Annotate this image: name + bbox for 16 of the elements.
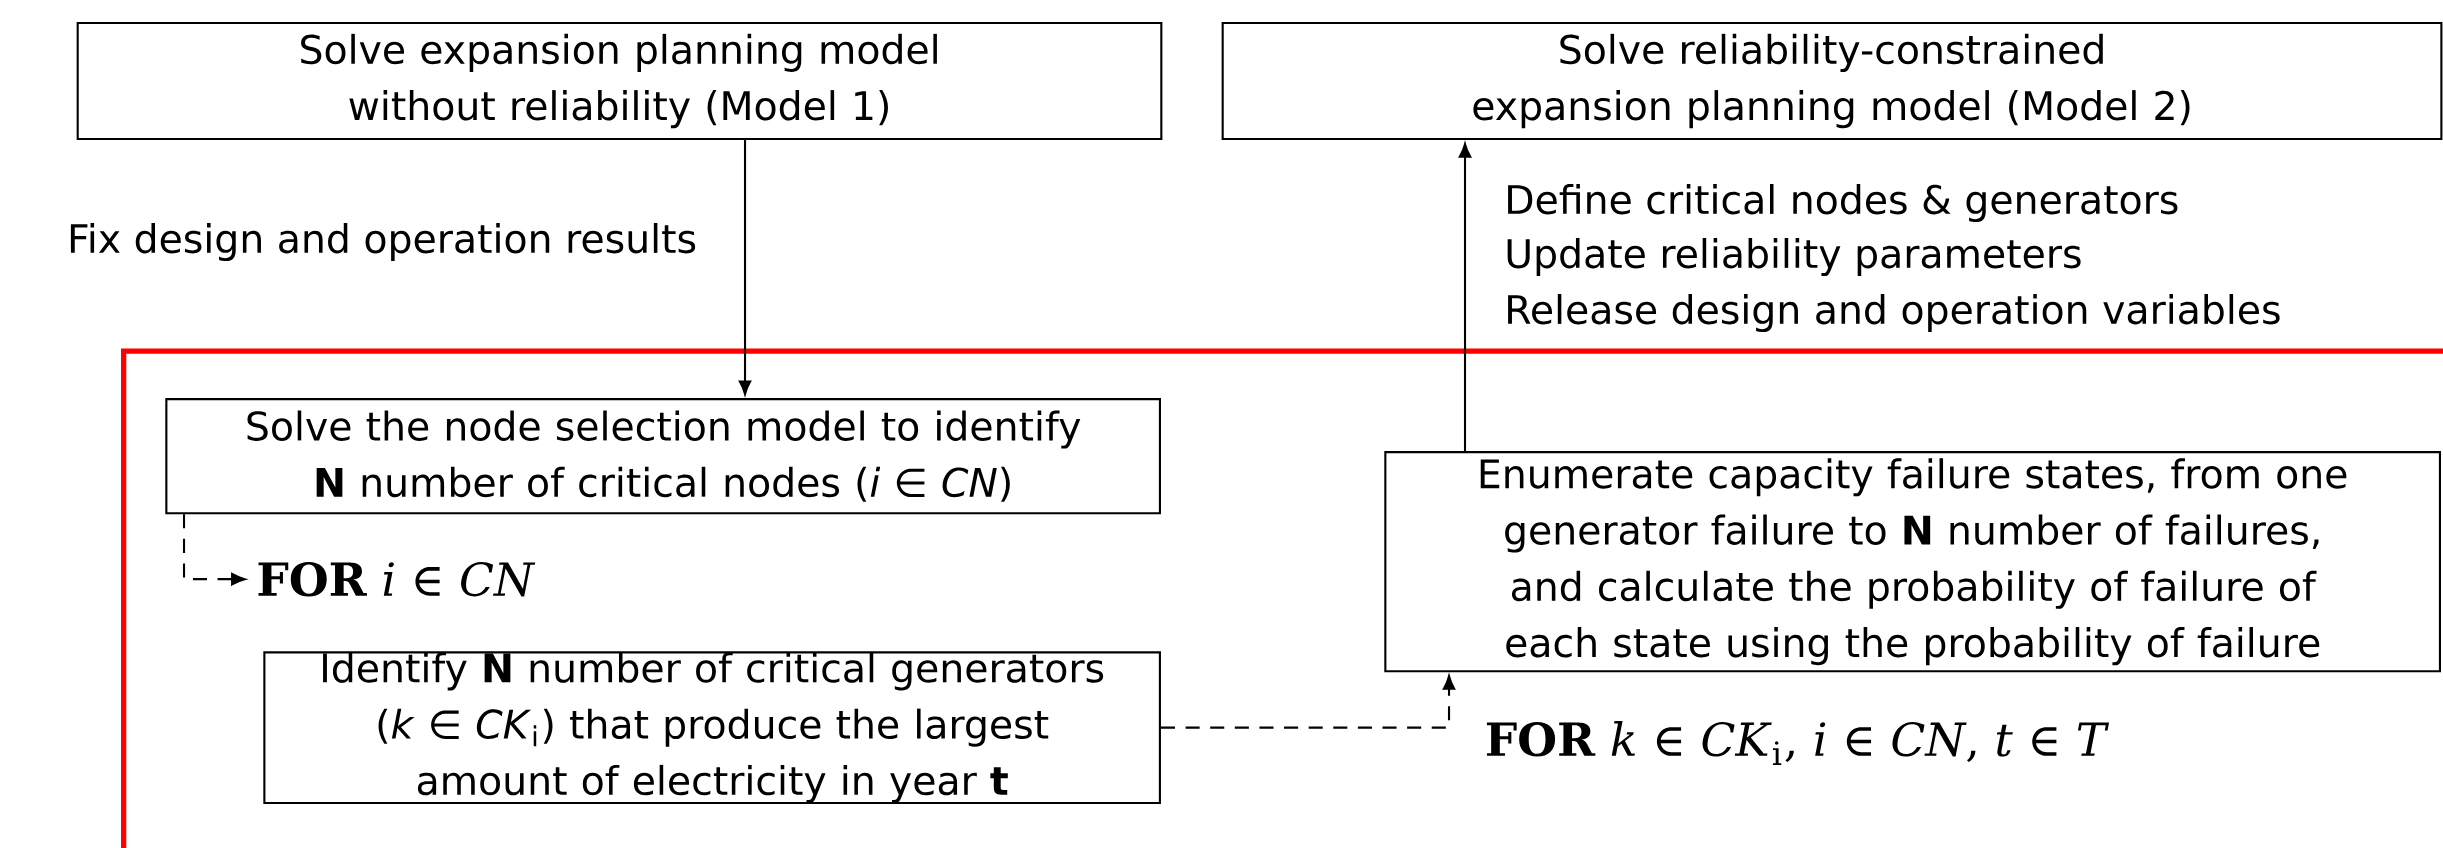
arrow [1160, 675, 1456, 729]
edge-label: Fix design and operation results [70, 223, 696, 262]
note-text: Define critical nodes & generators [1508, 184, 2178, 223]
edge-label: FOR k ∈ CK$_{i}$, i ∈ CN, t ∈ T [1486, 721, 2110, 765]
note-text: Update reliability parameters [1507, 238, 2081, 277]
arrow [738, 140, 752, 396]
process-box: Solve reliability-constrained expansion planning model (Model 2) [1221, 21, 2443, 141]
arrow [1458, 143, 1472, 452]
process-box: Solve expansion planning model without reliability (Model 1) [76, 21, 1163, 141]
note-text: Release design and operation variables [1508, 294, 2280, 333]
process-box: Enumerate capacity failure states, from one generator failure to N number of failures, and calculate the probability of failure of each state using the probability of failure [1384, 451, 2441, 673]
loop-label: FOR i ∈ CN [258, 561, 536, 597]
process-box: Solve the node selection model to identify N number of critical nodes (i ∈ CN) [165, 398, 1161, 515]
frame [121, 348, 2443, 848]
arrow [182, 514, 246, 586]
process-box: Identify N number of critical generators (k ∈ CK$_{i}$) that produce the largest amount of electricity in year t [263, 651, 1161, 805]
